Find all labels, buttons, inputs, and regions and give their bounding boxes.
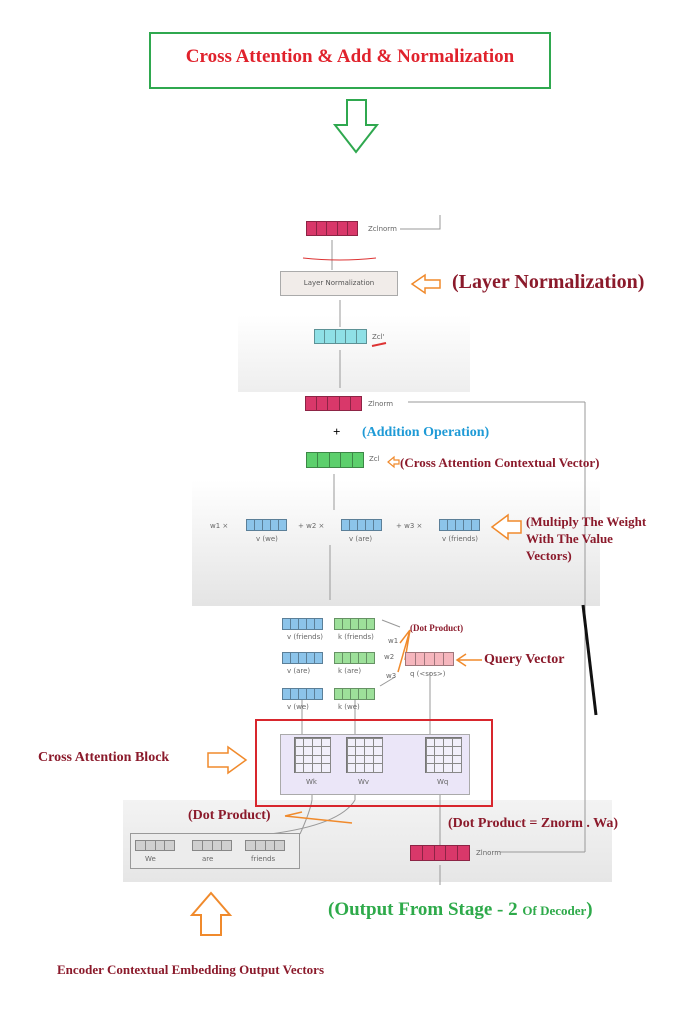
left-arrow-icon: [410, 273, 441, 295]
right-arrow-icon: [207, 745, 248, 775]
black-line: [581, 604, 598, 716]
zlnorm-vector: [305, 396, 362, 411]
weight-matrix: [425, 737, 462, 773]
key-vector: [334, 688, 375, 700]
token-label: are: [202, 855, 214, 863]
cross-attention-block-annotation: Cross Attention Block: [38, 750, 170, 765]
layer-normalization-box: Layer Normalization: [280, 271, 398, 296]
zlnorm-label: Zlnorm: [368, 400, 394, 408]
weight-matrix: [346, 737, 383, 773]
token-vector: [192, 840, 232, 851]
token-label: friends: [251, 855, 276, 863]
output-small-text: Of Decoder: [522, 903, 587, 918]
token-label: We: [145, 855, 156, 863]
multiply-annotation-line: (Multiply The Weight: [526, 514, 647, 529]
output-main-text: (Output From Stage - 2: [328, 899, 523, 920]
zcl-vector: [306, 452, 364, 468]
left-arrow-icon: [490, 513, 522, 541]
value-label-friends: v (friends): [442, 535, 478, 543]
token-vector: [245, 840, 285, 851]
weight-matrix: [294, 737, 331, 773]
key-label: k (we): [338, 703, 360, 711]
query-label: q (<sos>): [410, 670, 446, 678]
value-vector-are: [341, 519, 382, 531]
value-label: v (we): [287, 703, 309, 711]
matrix-label: Wv: [358, 778, 370, 786]
multiply-annotation-line: Vectors): [526, 548, 572, 563]
plus-sign: +: [333, 424, 341, 439]
weighted-sum-panel: [192, 480, 600, 606]
dot-product-annotation: (Dot Product): [410, 623, 464, 633]
value-label-we: v (we): [256, 535, 278, 543]
value-label-are: v (are): [349, 535, 373, 543]
weight-w1: w1 ×: [210, 522, 229, 530]
znorm-input-label: Zlnorm: [476, 849, 502, 857]
cross-attention-block-box: [255, 719, 493, 807]
contextual-vector-annotation: (Cross Attention Contextual Vector): [400, 455, 600, 470]
multiply-annotation: (Multiply The Weight With The Value Vect…: [526, 513, 646, 564]
down-arrow-icon: [332, 99, 380, 154]
key-label: k (friends): [338, 633, 374, 641]
page-title: Cross Attention & Add & Normalization: [185, 46, 515, 67]
value-vector-friends: [439, 519, 480, 531]
weight-w2: + w2 ×: [298, 522, 325, 530]
value-label: v (are): [287, 667, 311, 675]
zclnorm-label: Zclnorm: [368, 225, 397, 233]
encoder-output-box: [130, 833, 300, 869]
left-arrow-icon: [387, 455, 400, 469]
encoder-output-annotation: Encoder Contextual Embedding Output Vect…: [57, 962, 325, 977]
title-box: [149, 32, 551, 89]
key-vector: [334, 652, 375, 664]
weight-label: w1: [388, 637, 399, 645]
query-vector-annotation: Query Vector: [484, 652, 565, 667]
znorm-input-vector: [410, 845, 470, 861]
value-vector: [282, 688, 323, 700]
dot-product-annotation-bottom: (Dot Product): [188, 808, 271, 823]
zcl-prime-vector: [314, 329, 367, 344]
zclnorm-vector: [306, 221, 358, 236]
key-label: k (are): [338, 667, 362, 675]
weight-label: w3: [386, 672, 397, 680]
matrix-label: Wk: [306, 778, 317, 786]
matrix-label: Wq: [437, 778, 449, 786]
weight-label: w2: [384, 653, 395, 661]
multiply-annotation-line: With The Value: [526, 531, 613, 546]
value-label: v (friends): [287, 633, 323, 641]
addition-annotation: (Addition Operation): [362, 425, 490, 440]
output-close-text: ): [586, 899, 593, 920]
zcl-label: Zcl: [369, 455, 380, 463]
value-vector: [282, 652, 323, 664]
weight-w3: + w3 ×: [396, 522, 423, 530]
value-vector: [282, 618, 323, 630]
key-vector: [334, 618, 375, 630]
layer-normalization-annotation: (Layer Normalization): [452, 271, 645, 293]
dot-product-equation: (Dot Product = Znorm . Wa): [448, 816, 619, 831]
decoder-output-annotation: (Output From Stage - 2 Of Decoder): [328, 899, 593, 921]
token-vector: [135, 840, 175, 851]
value-vector-we: [246, 519, 287, 531]
zcl-prime-label: Zcl': [372, 333, 385, 341]
up-arrow-icon: [189, 891, 233, 936]
query-vector: [405, 652, 454, 666]
